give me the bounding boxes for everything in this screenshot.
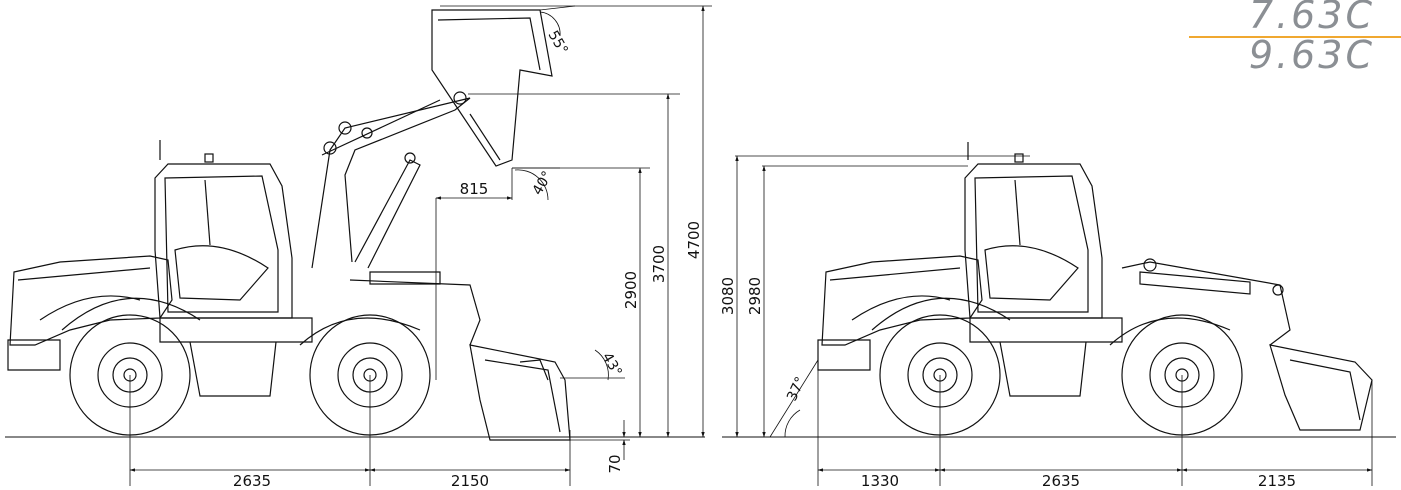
dim-front-overhang-left: 2150 xyxy=(451,472,489,490)
dim-pin-height: 3700 xyxy=(650,245,668,283)
dim-overall-height: 3080 xyxy=(719,277,737,315)
loader-side-view-raised xyxy=(7,9,571,441)
angle-dump: 40° xyxy=(530,168,556,198)
dim-bucket-reach: 815 xyxy=(460,180,489,198)
dimension-lines-left xyxy=(129,5,712,486)
dimension-lines-right xyxy=(735,155,1373,486)
dim-wheelbase-right: 2635 xyxy=(1042,472,1080,490)
dim-rear-overhang: 1330 xyxy=(861,472,899,490)
dim-dump-height: 2900 xyxy=(622,271,640,309)
angle-departure: 37° xyxy=(784,374,809,403)
loader-side-view-lowered xyxy=(817,142,1373,431)
dim-wheelbase-left: 2635 xyxy=(233,472,271,490)
dim-front-overhang-right: 2135 xyxy=(1258,472,1296,490)
loader-lowered-wheels xyxy=(879,314,1243,436)
angle-rollback: 43° xyxy=(599,350,625,380)
angle-top: 55° xyxy=(545,28,571,58)
model-name-secondary: 9.63C xyxy=(1248,33,1375,77)
model-divider xyxy=(1189,36,1401,38)
dim-cab-height: 2980 xyxy=(746,277,764,315)
loader-side-view-wheels xyxy=(69,314,431,436)
dim-max-height: 4700 xyxy=(685,221,703,259)
model-name-primary: 7.63C xyxy=(1248,0,1375,37)
dim-dig-depth: 70 xyxy=(606,454,624,473)
